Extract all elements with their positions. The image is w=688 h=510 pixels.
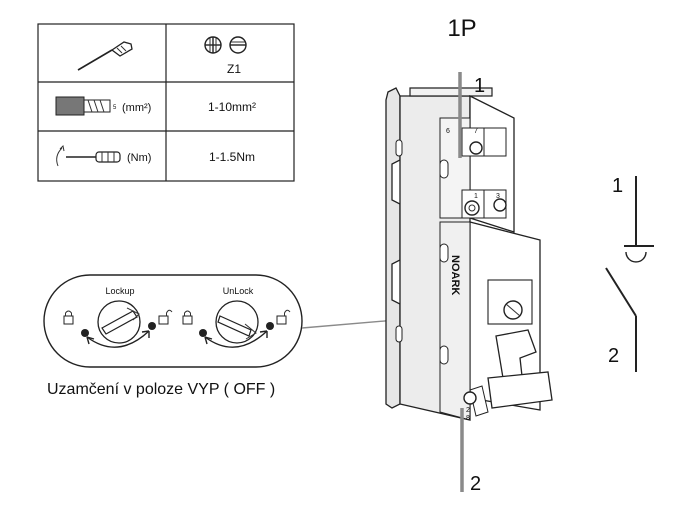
symbol-label-bottom: 2: [608, 345, 619, 367]
slotted-head-icon: [229, 36, 247, 54]
terminal-mark-3: 3: [496, 193, 500, 200]
terminal-mark-2: 2: [466, 407, 470, 414]
unlock-dial: [215, 300, 259, 344]
lock-closed-icon: [63, 310, 74, 325]
brand-logo: NOARK: [449, 255, 461, 295]
terminal-mark-1: 1: [474, 193, 478, 200]
z1-label: Z1: [227, 62, 241, 76]
spec-table: Z1 5 (mm²) 1-10mm² (Nm) 1-1.5Nm: [37, 23, 295, 182]
terminal-mark-8: 8: [466, 415, 470, 422]
lock-caption: Uzamčení v poloze VYP ( OFF ): [47, 381, 275, 398]
lockup-dial: [97, 300, 141, 344]
pole-title: 1P: [447, 15, 476, 42]
lock-open-icon: [276, 309, 291, 325]
lock-panel: Lockup UnLock: [43, 274, 303, 368]
wire-range-value: 1-10mm²: [208, 100, 256, 114]
torque-screwdriver-icon: [56, 144, 121, 167]
lock-open-icon: [158, 309, 173, 325]
wire-unit-label: (mm²): [122, 102, 151, 114]
lock-closed-icon: [182, 310, 193, 325]
wire-strip-icon: [55, 96, 111, 116]
torque-unit-label: (Nm): [127, 152, 151, 164]
terminal-mark-7: 7: [474, 128, 478, 135]
terminal-label-bottom: 2: [470, 473, 481, 495]
pozidriv-head-icon: [204, 36, 222, 54]
lockup-label: Lockup: [105, 286, 134, 296]
unlock-label: UnLock: [223, 286, 254, 296]
terminal-label-top: 1: [474, 75, 485, 97]
screwdriver-icon: [77, 41, 133, 71]
circuit-breaker: 6 7 1 3 NOARK 2 8: [385, 87, 553, 422]
symbol-label-top: 1: [612, 175, 623, 197]
breaker-symbol: [605, 176, 654, 372]
torque-range-value: 1-1.5Nm: [209, 150, 255, 164]
strip-length-label: 5: [113, 105, 117, 111]
terminal-mark-6: 6: [446, 128, 450, 135]
